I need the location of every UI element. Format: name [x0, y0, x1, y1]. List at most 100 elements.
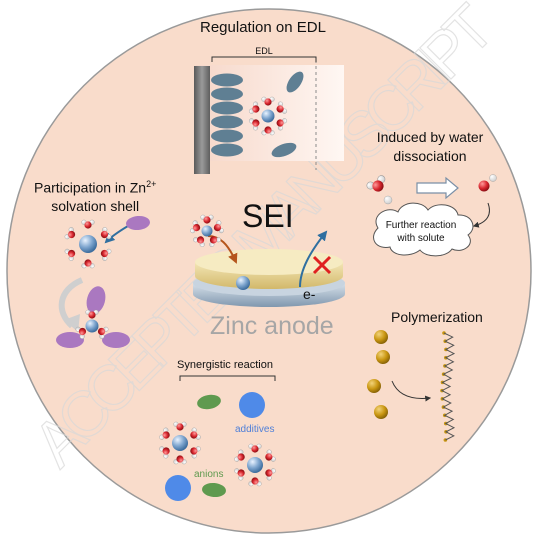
synergy-additive — [239, 392, 265, 418]
oxygen-atom — [84, 221, 92, 229]
synergy-additive — [165, 475, 191, 501]
water-molecule — [366, 175, 386, 192]
edl-free-ellipse — [286, 71, 304, 93]
edl-anion-ellipse — [211, 87, 243, 101]
oxygen-atom — [251, 477, 259, 485]
oxygen-atom — [237, 469, 245, 477]
synergy-anion — [197, 394, 221, 410]
anion-ellipse — [126, 215, 150, 231]
water-molecule — [261, 96, 275, 106]
water-title: Induced by water dissociation — [360, 128, 500, 166]
oxygen-atom — [84, 259, 92, 267]
sei-center-group — [193, 230, 345, 307]
water-molecule — [173, 421, 187, 431]
zn-ion — [247, 457, 263, 473]
solvation-title-line1: Participation in Zn — [34, 179, 147, 196]
monomer — [374, 330, 388, 344]
electron-label: e- — [303, 286, 316, 302]
oxygen-atom — [213, 224, 222, 232]
oxygen-atom — [478, 180, 490, 192]
water-molecule — [248, 118, 260, 131]
water-molecule — [159, 427, 170, 440]
water-molecule — [64, 227, 76, 240]
synergy-solvated-zn — [159, 421, 201, 465]
oxygen-atom — [100, 249, 109, 258]
oxygen-atom — [264, 126, 272, 134]
edl-panel: EDL — [194, 46, 344, 174]
blue-blocked-arrow — [299, 230, 328, 288]
water-molecule — [248, 477, 262, 487]
oxygen-atom — [176, 455, 184, 463]
solvation-title: Participation in Zn2+ solvation shell — [34, 175, 156, 215]
water-dissociation-group: Further reaction with solute — [373, 176, 490, 257]
anion-ellipse — [86, 286, 106, 314]
edl-anion-ellipse — [211, 143, 243, 157]
water-molecule — [276, 101, 288, 114]
water-molecule — [81, 259, 95, 269]
water-molecule — [213, 220, 224, 234]
oxygen-atom — [67, 249, 76, 258]
oxygen-atom — [372, 180, 384, 192]
oxygen-atom — [97, 327, 106, 336]
polymer-arrow — [391, 380, 432, 402]
zn-ion — [79, 235, 97, 253]
edl-solvated-zn — [248, 96, 288, 136]
water-molecule — [234, 449, 245, 462]
water-molecule — [193, 236, 205, 247]
water-molecule — [265, 468, 276, 481]
oxygen-atom — [176, 423, 184, 431]
water-molecule — [173, 455, 187, 465]
oxygen-atom — [265, 469, 273, 477]
water-molecule — [200, 214, 214, 224]
solvation-title-sup: 2+ — [146, 179, 157, 189]
anion-ellipse — [56, 332, 84, 348]
additives-label: additives — [235, 424, 275, 435]
propeller-zn — [75, 309, 109, 339]
zn-ion — [85, 319, 99, 333]
oxygen-atom — [264, 98, 272, 106]
water-molecule — [85, 309, 99, 319]
hollow-arrow — [416, 176, 459, 200]
water-molecule — [190, 427, 201, 440]
oxygen-atom — [190, 431, 198, 439]
synergy-group — [179, 375, 276, 381]
polymer-group — [391, 331, 456, 442]
water-dissociation-molecules — [366, 174, 497, 205]
oxygen-atom — [276, 105, 284, 113]
solvation-title-line2: solvation shell — [51, 197, 140, 214]
cloud-text-line2: with solute — [396, 233, 445, 244]
water-molecule — [234, 468, 245, 481]
oxygen-atom — [162, 447, 170, 455]
water-molecule — [190, 446, 201, 459]
oxygen-atom — [192, 224, 201, 232]
oxygen-atom — [162, 431, 170, 439]
edl-bracket — [211, 56, 317, 62]
zn-ion — [172, 435, 188, 451]
water-molecule — [97, 326, 109, 339]
oxygen-atom — [252, 119, 260, 127]
water-molecule — [64, 248, 76, 261]
oxygen-atom — [78, 327, 87, 336]
oxygen-atom — [88, 311, 96, 319]
solvation-insert-arrow — [104, 225, 129, 244]
water-molecule — [100, 248, 112, 261]
sei-label: SEI — [242, 198, 294, 234]
synergy-title: Synergistic reaction — [177, 359, 273, 371]
oxygen-atom — [100, 230, 109, 239]
water-molecule — [75, 326, 87, 339]
oxygen-atom — [67, 230, 76, 239]
curved-arrow-solvation-head — [64, 314, 80, 332]
polymer-chain — [440, 331, 456, 442]
anions-label: anions — [194, 469, 224, 480]
edl-anion-ellipse — [211, 101, 243, 115]
water-molecule — [261, 126, 275, 136]
oxygen-atom — [265, 453, 273, 461]
cross-mark — [312, 255, 332, 275]
synergy-anion — [202, 482, 226, 498]
monomer — [367, 379, 381, 393]
edl-anion-ellipse — [211, 73, 243, 87]
electrode-bar — [194, 66, 210, 174]
oxygen-atom — [237, 453, 245, 461]
solvation-group — [58, 225, 129, 332]
